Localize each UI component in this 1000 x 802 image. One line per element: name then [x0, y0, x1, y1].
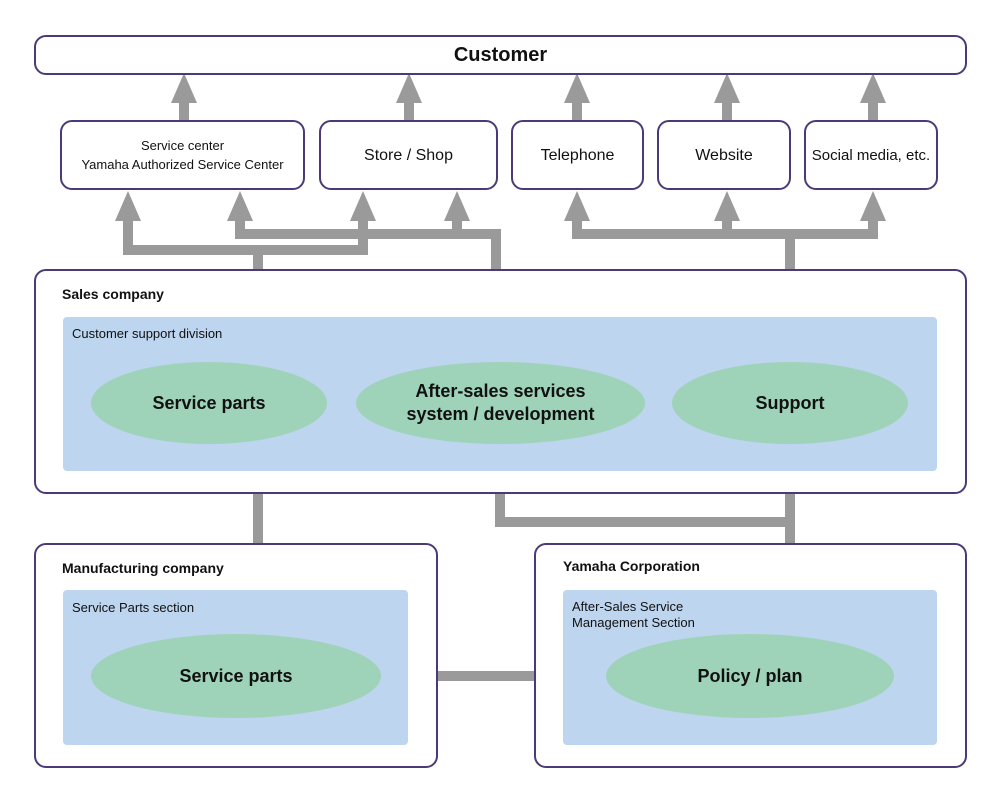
after-sales-services-line1: After-sales services: [415, 381, 586, 401]
channel-service-center-line2: Yamaha Authorized Service Center: [81, 157, 284, 172]
after-sales-services-node: After-sales services system / developmen…: [356, 362, 645, 444]
sales-service-parts-node: Service parts: [91, 362, 327, 444]
customer-label: Customer: [453, 43, 548, 66]
channel-website: Website: [657, 120, 791, 190]
support-node: Support: [672, 362, 908, 444]
channel-store-shop: Store / Shop: [319, 120, 498, 190]
channel-social-media-label: Social media, etc.: [811, 146, 931, 164]
channel-website-label: Website: [695, 146, 753, 164]
sales-service-parts-label: Service parts: [152, 392, 266, 413]
mfg-service-parts-node: Service parts: [91, 634, 381, 718]
after-sales-management-line2: Management Section: [572, 615, 695, 630]
yamaha-corporation-label: Yamaha Corporation: [563, 558, 700, 574]
channel-social-media: Social media, etc.: [804, 120, 938, 190]
customer-support-division-label: Customer support division: [72, 326, 223, 341]
sales-company-label: Sales company: [62, 286, 164, 302]
after-sales-management-line1: After-Sales Service: [572, 599, 684, 614]
customer-box: Customer: [34, 35, 967, 75]
channel-telephone-label: Telephone: [540, 146, 615, 164]
support-label: Support: [755, 392, 825, 413]
service-parts-section-label: Service Parts section: [72, 600, 195, 615]
mfg-service-parts-label: Service parts: [179, 665, 293, 686]
policy-plan-label: Policy / plan: [697, 665, 803, 686]
channel-telephone: Telephone: [511, 120, 644, 190]
after-sales-management-label: After-Sales Service Management Section: [572, 599, 695, 631]
channel-service-center: Service center Yamaha Authorized Service…: [60, 120, 305, 190]
channel-service-center-line1: Service center: [140, 138, 225, 153]
manufacturing-company-label: Manufacturing company: [62, 560, 224, 576]
channel-store-shop-label: Store / Shop: [364, 146, 453, 164]
after-sales-services-line2: system / development: [406, 404, 595, 424]
policy-plan-node: Policy / plan: [606, 634, 894, 718]
